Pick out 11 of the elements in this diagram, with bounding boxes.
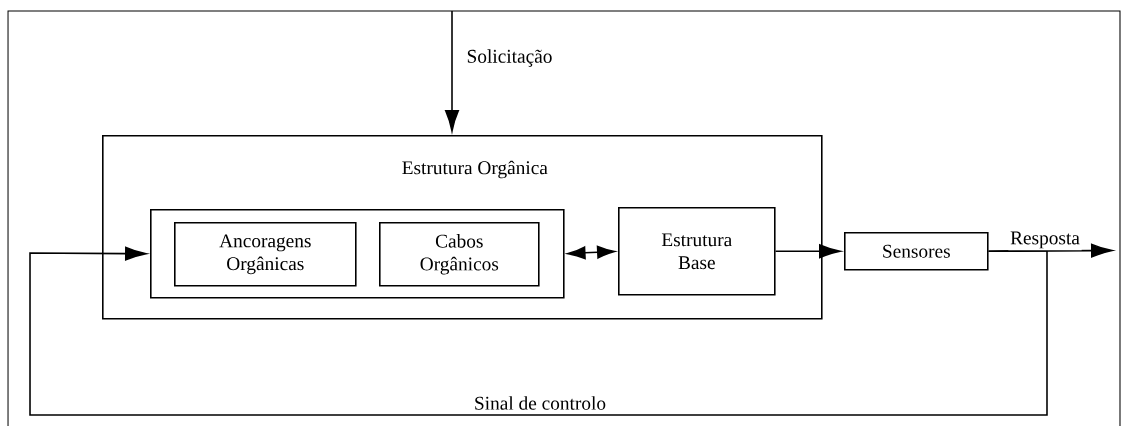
- edge-label: Sinal de controlo: [472, 394, 608, 412]
- arrow: [444, 10, 460, 132]
- group-box: [150, 209, 565, 299]
- process-box: Sensores: [844, 232, 989, 271]
- edge-label: Solicitação: [464, 47, 555, 69]
- process-box: Cabos Orgânicos: [379, 222, 540, 287]
- arrow: [774, 244, 841, 259]
- process-box: Ancoragens Orgânicas: [174, 222, 357, 287]
- arrow: [29, 246, 1048, 416]
- arrow: [567, 245, 616, 260]
- process-box: Estrutura Base: [618, 207, 776, 296]
